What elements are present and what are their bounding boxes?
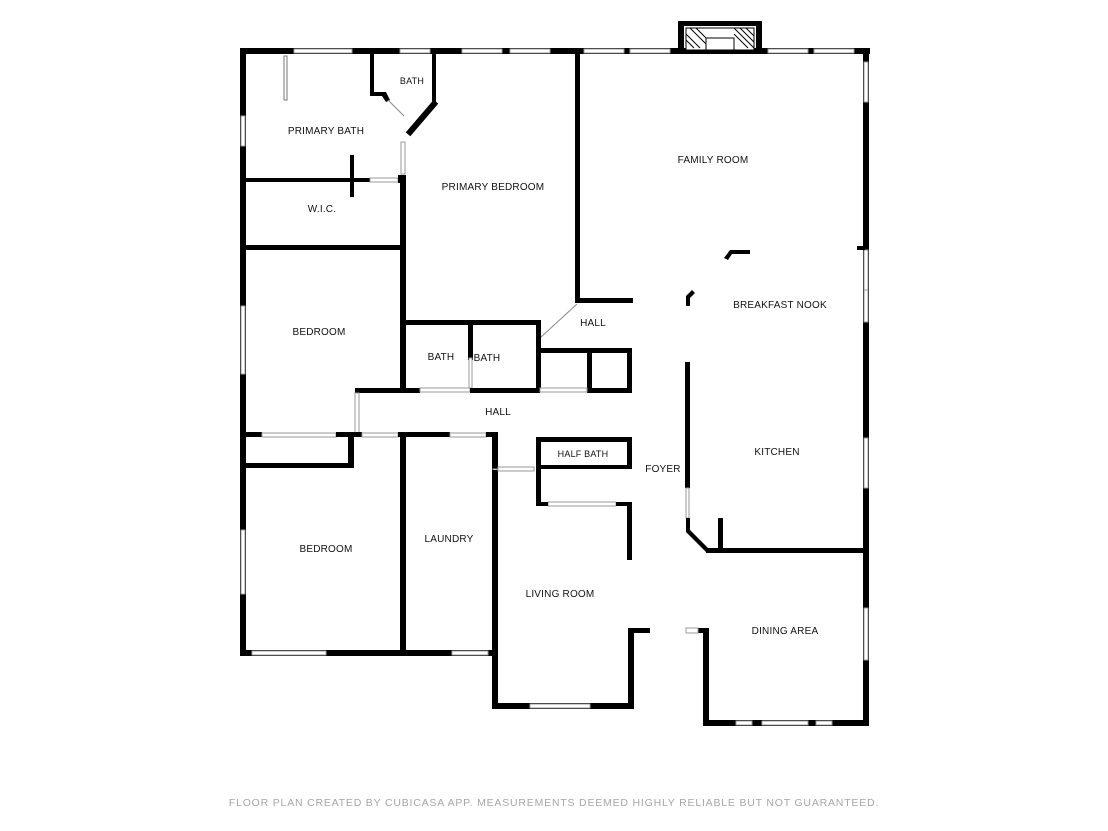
label-bedroom-upper: BEDROOM: [292, 327, 345, 338]
label-living-room: LIVING ROOM: [526, 589, 595, 600]
label-hall-upper: HALL: [580, 318, 606, 329]
windows: [240, 48, 869, 726]
fireplace-icon: [685, 27, 755, 51]
footer-disclaimer: FLOOR PLAN CREATED BY CUBICASA APP. MEAS…: [229, 797, 879, 809]
label-bedroom-lower: BEDROOM: [299, 544, 352, 555]
label-laundry: LAUNDRY: [424, 534, 473, 545]
label-hall-main: HALL: [485, 407, 511, 418]
room-labels: PRIMARY BATH BATH W.I.C. PRIMARY BEDROOM…: [288, 76, 827, 637]
label-foyer: FOYER: [645, 464, 680, 475]
label-bath-top: BATH: [400, 76, 424, 86]
label-half-bath: HALF BATH: [558, 449, 609, 459]
label-bath-right: BATH: [474, 353, 501, 364]
label-wic: W.I.C.: [308, 204, 336, 215]
label-bath-left: BATH: [428, 352, 455, 363]
label-dining-area: DINING AREA: [752, 626, 819, 637]
label-primary-bath: PRIMARY BATH: [288, 126, 364, 137]
label-primary-bedroom: PRIMARY BEDROOM: [442, 182, 545, 193]
label-family-room: FAMILY ROOM: [678, 155, 749, 166]
label-kitchen: KITCHEN: [754, 447, 799, 458]
interior-walls: [240, 48, 866, 653]
label-breakfast-nook: BREAKFAST NOOK: [733, 300, 827, 311]
